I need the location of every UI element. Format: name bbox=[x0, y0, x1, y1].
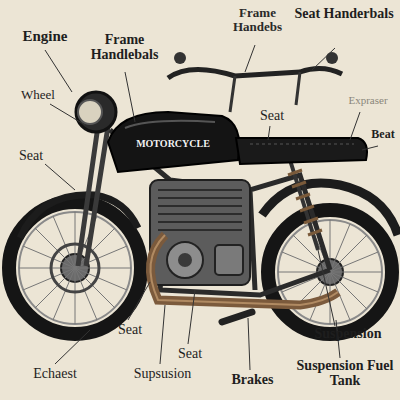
part-label: Wheel bbox=[8, 88, 68, 102]
part-label: Seat Handerbals bbox=[288, 6, 400, 21]
fuel-tank bbox=[108, 112, 239, 172]
part-label: Brakes bbox=[215, 372, 290, 387]
part-label: Beat bbox=[366, 128, 400, 141]
part-label: Seat bbox=[165, 346, 215, 361]
mirror bbox=[326, 52, 338, 64]
tank-highlight bbox=[125, 121, 215, 128]
part-label: Echaest bbox=[10, 366, 100, 381]
part-label: Frame Handebs bbox=[215, 6, 300, 35]
front-fork bbox=[78, 112, 110, 266]
mirror bbox=[174, 52, 186, 64]
exhaust-pipe bbox=[150, 235, 338, 305]
seat bbox=[236, 138, 367, 164]
tank-lettering: MOTORCYCLE bbox=[118, 138, 228, 149]
part-label: Seat bbox=[105, 322, 155, 337]
rear-shock bbox=[288, 160, 322, 250]
front-fender bbox=[20, 195, 138, 238]
handlebars bbox=[168, 68, 342, 78]
part-label: Seat bbox=[242, 108, 302, 123]
part-label: Frame Handlebals bbox=[72, 32, 177, 63]
part-label: Engine bbox=[5, 28, 85, 45]
part-label: Supsusion bbox=[115, 366, 210, 381]
part-label: Seat bbox=[4, 148, 58, 163]
seat-stitching bbox=[250, 144, 354, 145]
part-label: Suspension bbox=[298, 326, 398, 341]
leader-lines bbox=[45, 45, 378, 370]
headlight bbox=[76, 92, 116, 132]
headlight-lens bbox=[78, 100, 102, 124]
handlebar-risers bbox=[230, 72, 300, 112]
loose-part bbox=[222, 312, 252, 322]
engine-block bbox=[150, 180, 250, 285]
part-label: Suspension Fuel Tank bbox=[290, 358, 400, 389]
part-label: Expraser bbox=[336, 94, 400, 106]
exhaust-highlight bbox=[150, 235, 338, 305]
